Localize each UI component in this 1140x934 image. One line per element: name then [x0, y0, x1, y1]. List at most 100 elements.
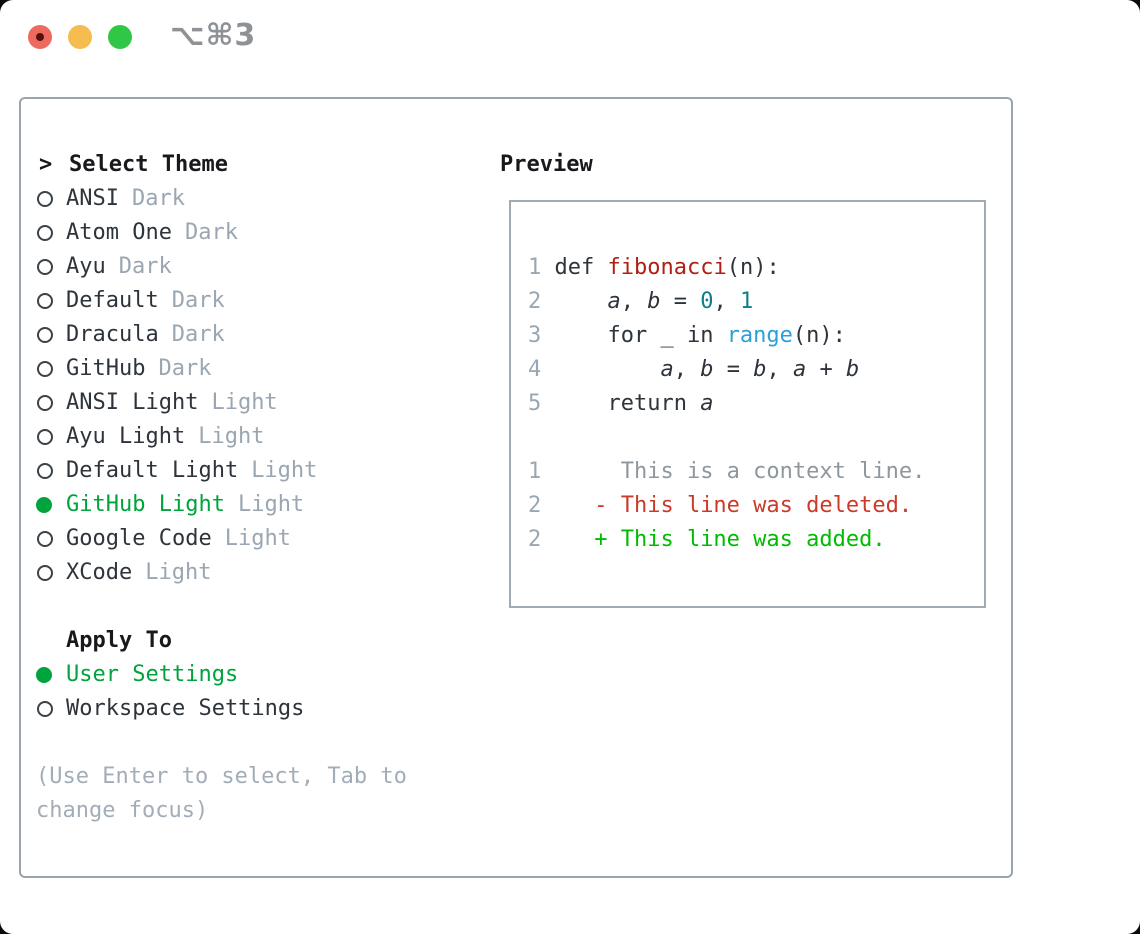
prompt-icon: >	[39, 152, 53, 177]
code-segment: 5	[528, 391, 542, 416]
code-segment	[541, 357, 660, 382]
radio-icon	[36, 250, 66, 284]
apply-option-label: Workspace Settings	[66, 696, 305, 721]
radio-icon	[36, 420, 66, 454]
help-text-line-2: change focus)	[36, 798, 209, 823]
code-segment: ,	[620, 289, 648, 314]
code-segment: a	[660, 357, 674, 382]
theme-variant-label: Dark	[131, 186, 185, 211]
code-segment: range	[726, 323, 793, 348]
code-segment: 2	[528, 493, 542, 518]
theme-option-default[interactable]: Default Dark	[36, 284, 407, 318]
close-button[interactable]	[28, 25, 52, 49]
code-segment: ,	[766, 357, 793, 382]
theme-name: Ayu Light	[66, 424, 186, 449]
code-segment: 1	[739, 289, 754, 314]
apply-option-workspace-settings[interactable]: Workspace Settings	[36, 692, 407, 726]
code-line: 4 a, b = b, a + b	[528, 353, 925, 387]
code-segment: fibonacci	[607, 255, 727, 280]
code-segment: 4	[528, 357, 542, 382]
code-segment: 2	[528, 289, 542, 314]
theme-option-ayu-light[interactable]: Ayu Light Light	[36, 420, 407, 454]
theme-variant-label: Light	[198, 424, 265, 449]
radio-icon	[36, 182, 66, 216]
window-title: ⌥⌘3	[170, 18, 257, 53]
code-line: 1 def fibonacci(n):	[528, 251, 925, 285]
radio-icon	[36, 556, 66, 590]
spacer	[36, 726, 407, 760]
title-bar: ⌥⌘3	[0, 0, 1140, 75]
zoom-button[interactable]	[108, 25, 132, 49]
theme-name: ANSI Light	[66, 390, 199, 415]
code-segment: 1	[528, 255, 542, 280]
code-line: 5 return a	[528, 387, 925, 421]
code-segment: 1	[528, 459, 542, 484]
code-line: 2 - This line was deleted.	[528, 489, 925, 523]
code-segment: (n):	[726, 255, 780, 280]
theme-name: Default Light	[66, 458, 239, 483]
theme-variant-label: Dark	[171, 322, 225, 347]
code-segment	[541, 289, 607, 314]
apply-option-user-settings[interactable]: User Settings	[36, 658, 407, 692]
code-segment: 0	[700, 289, 714, 314]
radio-selected-icon	[36, 488, 66, 522]
theme-variant-label: Light	[251, 458, 318, 483]
code-segment: b	[700, 357, 714, 382]
code-segment: - This line was deleted.	[541, 493, 913, 518]
apply-to-header-row: Apply To	[36, 624, 407, 658]
apply-to-header: Apply To	[66, 628, 172, 653]
radio-icon	[36, 284, 66, 318]
preview-header: Preview	[500, 152, 593, 177]
theme-variant-label: Dark	[118, 254, 172, 279]
radio-icon	[36, 692, 66, 726]
code-segment: =	[713, 357, 754, 382]
theme-option-dracula[interactable]: Dracula Dark	[36, 318, 407, 352]
radio-icon	[36, 522, 66, 556]
theme-name: GitHub Light	[66, 492, 225, 517]
theme-variant-label: Light	[145, 560, 212, 585]
theme-option-xcode[interactable]: XCode Light	[36, 556, 407, 590]
close-dot-icon	[36, 33, 44, 41]
theme-option-atom-one[interactable]: Atom One Dark	[36, 216, 407, 250]
code-line: 3 for _ in range(n):	[528, 319, 925, 353]
code-segment: return	[541, 391, 701, 416]
theme-variant-label: Dark	[171, 288, 225, 313]
theme-variant-label: Dark	[184, 220, 238, 245]
theme-name: XCode	[66, 560, 133, 585]
radio-icon	[36, 318, 66, 352]
code-segment: (n):	[792, 323, 846, 348]
code-segment: This is a context line.	[541, 459, 926, 484]
theme-name: Dracula	[66, 322, 159, 347]
select-theme-header: Select Theme	[69, 152, 228, 177]
help-text-line-1: (Use Enter to select, Tab to	[36, 764, 407, 789]
code-segment: for _ in	[541, 323, 727, 348]
code-segment: a	[607, 289, 621, 314]
theme-name: Atom One	[66, 220, 172, 245]
code-segment: 2	[528, 527, 542, 552]
code-segment: ,	[673, 357, 701, 382]
code-segment: =	[660, 289, 701, 314]
minimize-button[interactable]	[68, 25, 92, 49]
code-segment: b	[647, 289, 661, 314]
theme-name: Default	[66, 288, 159, 313]
code-line: 2 + This line was added.	[528, 523, 925, 557]
code-segment: b	[845, 357, 860, 382]
theme-option-default-light[interactable]: Default Light Light	[36, 454, 407, 488]
spacer	[36, 590, 407, 624]
radio-selected-icon	[36, 658, 66, 692]
code-line: 2 a, b = 0, 1	[528, 285, 925, 319]
apply-to-indent	[36, 624, 66, 658]
radio-icon	[36, 216, 66, 250]
